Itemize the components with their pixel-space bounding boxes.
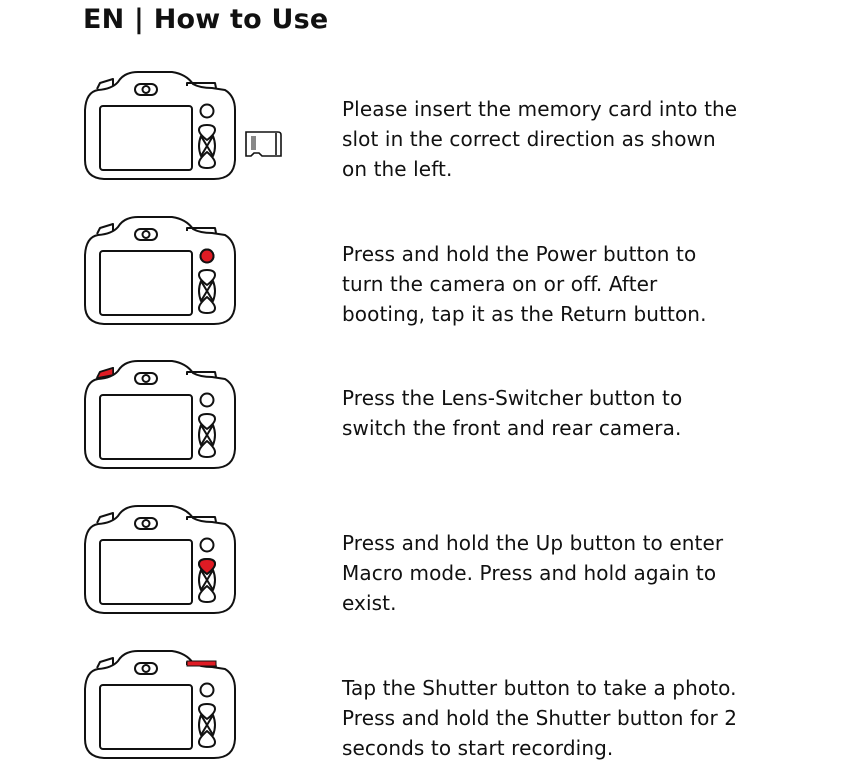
step-text-line: booting, tap it as the Return button. [342,302,707,326]
step-text-line: exist. [342,591,397,615]
step-text-line: Macro mode. Press and hold again to [342,561,717,585]
camera-shutter-button-icon [84,650,236,759]
shutter-button-highlight [186,660,217,667]
step-text-line: Tap the Shutter button to take a photo. [342,676,737,700]
step-text-line: turn the camera on or off. After [342,272,658,296]
step-text-line: slot in the correct direction as shown [342,127,716,151]
step-shutter: Tap the Shutter button to take a photo. … [0,579,852,760]
step-text-line: Press and hold the Shutter button for 2 [342,706,738,730]
step-text-line: switch the front and rear camera. [342,416,682,440]
step-text-line: Press and hold the Up button to enter [342,531,724,555]
step-text-line: on the left. [342,157,453,181]
step-memory-card: Please insert the memory card into the s… [0,0,852,181]
camera-lens-switcher-icon [84,360,236,469]
step-up-button: Press and hold the Up button to enter Ma… [0,434,852,615]
camera-power-button-icon [84,216,236,325]
memory-card-icon [245,131,282,157]
lens-switcher-highlight [95,366,114,380]
step-power: Press and hold the Power button to turn … [0,145,852,326]
step-text-line: Press the Lens-Switcher button to [342,386,683,410]
up-button-highlight [197,557,217,576]
camera-up-button-icon [84,505,236,614]
step-lens-switcher: Press the Lens-Switcher button to switch… [0,289,852,469]
page-title: EN | How to Use [83,4,329,35]
step-text-line: Press and hold the Power button to [342,242,697,266]
power-button-highlight [199,248,215,264]
step-text-line: seconds to start recording. [342,736,614,760]
camera-memory-card-icon [84,71,282,180]
step-text-line: Please insert the memory card into the [342,97,738,121]
